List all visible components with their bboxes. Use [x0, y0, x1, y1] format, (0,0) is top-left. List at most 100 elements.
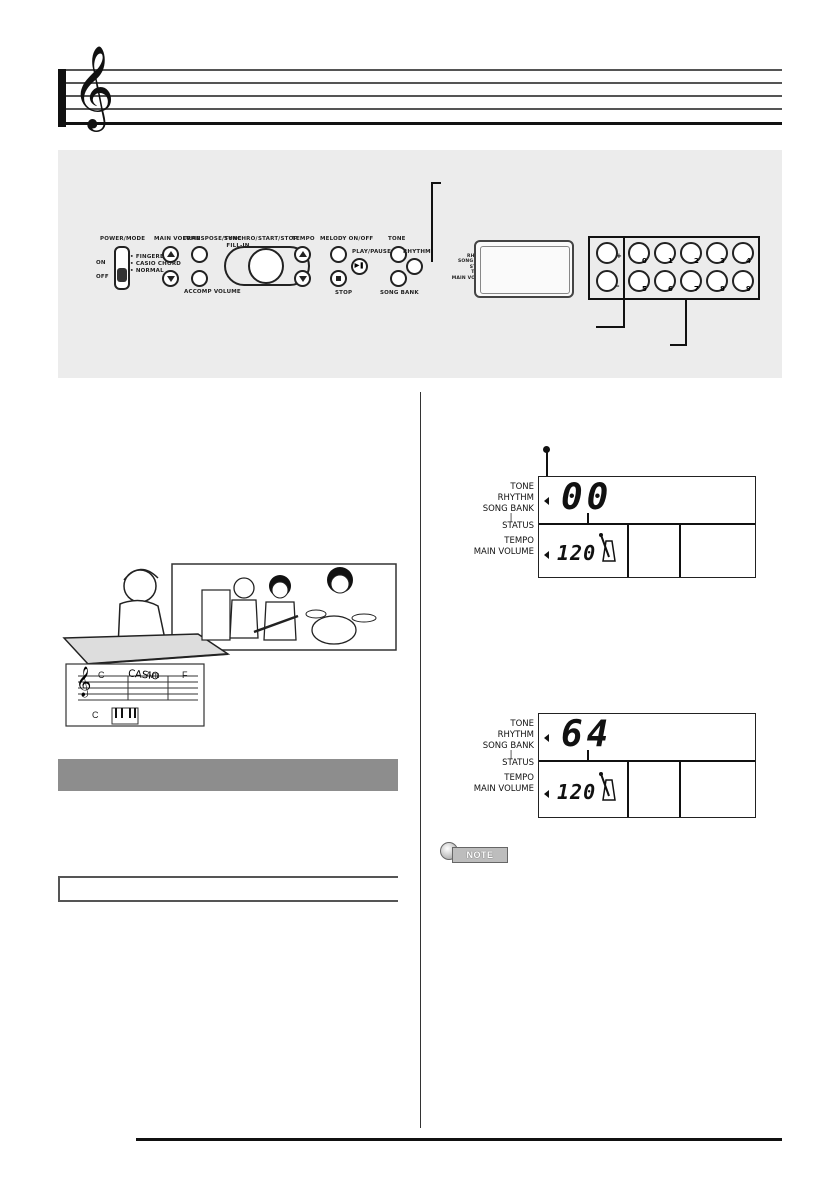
- lcd2-number: 64: [561, 714, 613, 755]
- number-button-8[interactable]: [706, 270, 728, 292]
- footer-rule: [136, 1138, 782, 1141]
- main-volume-label: MAIN VOLUME: [154, 236, 201, 242]
- minus-label: –: [616, 282, 620, 290]
- rhythm-callout-tick: [431, 182, 441, 184]
- metronome-icon: [599, 772, 616, 801]
- plus-button[interactable]: [596, 242, 618, 264]
- number-callout-tick: [670, 344, 687, 346]
- number-label-9: 9: [746, 285, 751, 293]
- rhythm-button[interactable]: [406, 258, 423, 275]
- play-pause-label: PLAY/PAUSE: [352, 249, 392, 255]
- tempo-up-button[interactable]: [294, 246, 311, 263]
- number-label-6: 6: [668, 285, 673, 293]
- note-label: NOTE: [452, 847, 508, 863]
- number-button-5[interactable]: [628, 270, 650, 292]
- number-button-3[interactable]: [706, 242, 728, 264]
- lcd2-tempo-indicator: [544, 790, 549, 798]
- fingered-label: • FINGERED: [130, 254, 169, 260]
- staff-line: [66, 82, 782, 84]
- number-button-7[interactable]: [680, 270, 702, 292]
- transpose-tune-button[interactable]: [191, 246, 208, 263]
- column-divider: [420, 392, 421, 1128]
- stop-label: STOP: [335, 290, 353, 296]
- melody-on-off-button[interactable]: [330, 246, 347, 263]
- staff-bar: [58, 69, 66, 127]
- number-button-1[interactable]: [654, 242, 676, 264]
- staff-line: [66, 95, 782, 97]
- band-illustration: [62, 563, 397, 727]
- lcd1-tempo-indicator: [544, 551, 549, 559]
- number-label-5: 5: [642, 285, 647, 293]
- tone-button[interactable]: [390, 246, 407, 263]
- minus-button[interactable]: [596, 270, 618, 292]
- lcd1-pointer-line: [546, 448, 548, 500]
- lcd2-main-volume-label: MAIN VOLUME: [473, 784, 534, 794]
- display-label-main-volume: MAIN VOLUME: [451, 275, 490, 281]
- transpose-tune-label: TRANSPOSE/TUNE: [183, 236, 242, 242]
- staff-line: [66, 122, 782, 125]
- lcd1-song-bank-label: SONG BANK: [482, 504, 534, 514]
- lcd2-song-bank-label: SONG BANK: [482, 741, 534, 751]
- number-label-2: 2: [694, 257, 699, 265]
- number-button-4[interactable]: [732, 242, 754, 264]
- number-button-2[interactable]: [680, 242, 702, 264]
- lcd1-labels: TONE RHYTHM SONG BANK | STATUS TEMPO MAI…: [448, 482, 534, 558]
- lcd1-rhythm-label: RHYTHM: [497, 493, 534, 503]
- number-label-8: 8: [720, 285, 725, 293]
- treble-clef-small-icon: 𝄞: [76, 667, 92, 697]
- lcd2-tempo-value: 120: [557, 780, 597, 804]
- lcd1-tempo-label: TEMPO: [504, 536, 534, 546]
- rhythm-callout-line: [431, 182, 433, 262]
- subsection-header-bar: [58, 876, 398, 902]
- control-panel: POWER/MODE ON OFF • FINGERED • CASIO CHO…: [58, 150, 782, 378]
- lcd2-rhythm-indicator: [544, 734, 549, 742]
- lcd-screen-outline: [474, 240, 574, 298]
- lcd1-pointer-dot: [543, 446, 550, 453]
- number-pad-divider: [623, 236, 625, 328]
- lcd1-number: 00: [561, 477, 613, 518]
- play-pause-button[interactable]: ▶❚: [351, 258, 368, 275]
- lcd1-display: 00 120: [538, 476, 756, 578]
- stop-button[interactable]: [330, 270, 347, 287]
- lcd2-rhythm-label: RHYTHM: [497, 730, 534, 740]
- song-bank-button[interactable]: [390, 270, 407, 287]
- staff-line: [66, 108, 782, 110]
- accomp-volume-label: ACCOMP VOLUME: [184, 289, 241, 295]
- lcd1-main-volume-label: MAIN VOLUME: [473, 547, 534, 557]
- number-label-4: 4: [746, 257, 751, 265]
- lcd1-rhythm-indicator: [544, 497, 549, 505]
- lcd1-tone-label: TONE: [510, 482, 534, 492]
- tempo-label: TEMPO: [292, 236, 315, 242]
- bass-c-label: C: [92, 710, 99, 720]
- main-volume-down-button[interactable]: [162, 270, 179, 287]
- synchro-start-frame: [224, 246, 310, 286]
- lcd2-status-label: STATUS: [502, 758, 534, 768]
- treble-clef-icon: 𝄞: [72, 44, 115, 128]
- power-mode-label: POWER/MODE: [100, 236, 146, 242]
- lcd2-display: 64 120: [538, 713, 756, 818]
- plus-label: +: [616, 252, 622, 260]
- accomp-volume-button[interactable]: [191, 270, 208, 287]
- number-pad-frame: [588, 236, 760, 300]
- display-label-song-bank: SONG BANK: [457, 259, 490, 264]
- staff-line: [66, 69, 782, 71]
- plus-minus-callout: [596, 326, 625, 328]
- lcd1-tempo-value: 120: [557, 541, 597, 565]
- note-badge: NOTE: [440, 842, 508, 863]
- normal-label: • NORMAL: [130, 268, 164, 274]
- chord-f-label: F: [182, 670, 188, 680]
- tempo-down-button[interactable]: [294, 270, 311, 287]
- number-callout-line: [685, 300, 687, 346]
- lcd2-tone-label: TONE: [510, 719, 534, 729]
- number-button-6[interactable]: [654, 270, 676, 292]
- section-header-bar: [58, 759, 398, 791]
- casio-chord-label: • CASIO CHORD: [130, 261, 182, 267]
- number-button-9[interactable]: [732, 270, 754, 292]
- start-stop-button[interactable]: [248, 248, 284, 284]
- number-button-0[interactable]: [628, 242, 650, 264]
- power-mode-slider[interactable]: [114, 246, 130, 290]
- rhythm-label: RHYTHM: [403, 249, 431, 255]
- song-bank-label: SONG BANK: [380, 290, 419, 296]
- main-volume-up-button[interactable]: [162, 246, 179, 263]
- on-label: ON: [96, 260, 106, 266]
